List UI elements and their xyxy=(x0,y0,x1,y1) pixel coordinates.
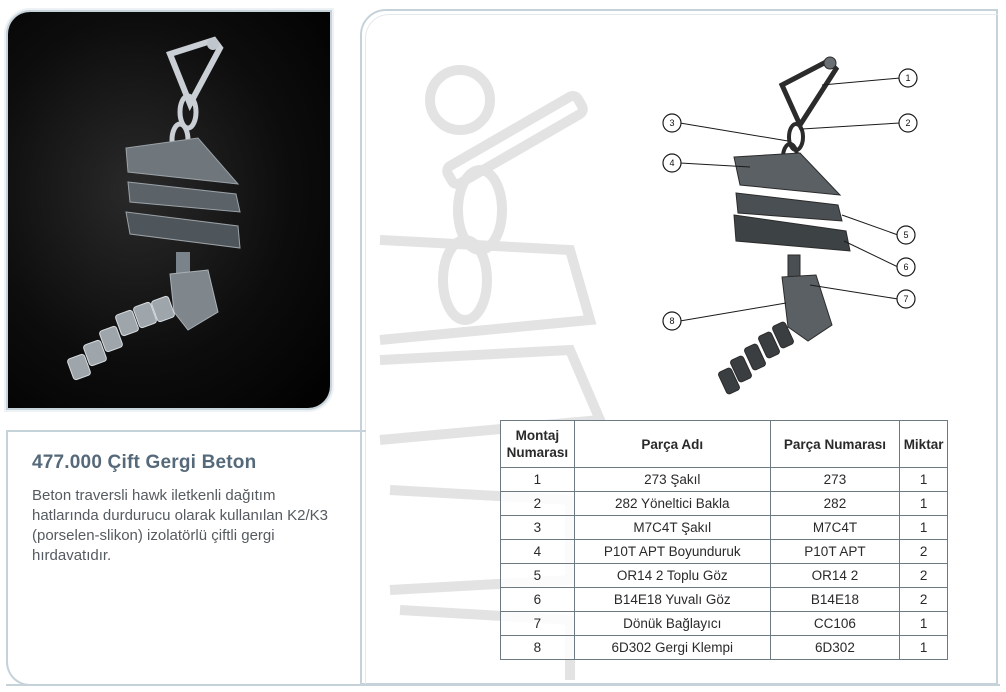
cell-name: 273 Şakıl xyxy=(573,467,771,492)
cell-no: 6 xyxy=(500,587,575,612)
table-row: 3 M7C4T Şakıl M7C4T 1 xyxy=(500,515,948,540)
parts-table: Montaj Numarası Parça Adı Parça Numarası… xyxy=(500,420,948,660)
cell-qty: 2 xyxy=(899,587,948,612)
product-description: Beton traversli hawk iletkenli dağıtım h… xyxy=(32,487,329,564)
callout-label-7: 7 xyxy=(903,294,908,304)
header-miktar: Miktar xyxy=(899,420,948,468)
callout-label-3: 3 xyxy=(669,118,674,128)
cell-qty: 1 xyxy=(899,467,948,492)
cell-no: 7 xyxy=(500,611,575,636)
cell-no: 8 xyxy=(500,635,575,660)
cell-name: P10T APT Boyunduruk xyxy=(573,539,771,564)
cell-name: 282 Yöneltici Bakla xyxy=(573,491,771,516)
cell-name: B14E18 Yuvalı Göz xyxy=(573,587,771,612)
table-row: 5 OR14 2 Toplu Göz OR14 2 2 xyxy=(500,563,948,588)
cell-part: B14E18 xyxy=(769,587,901,612)
header-parca-numarasi: Parça Numarası xyxy=(769,420,901,468)
product-photo-illustration xyxy=(67,36,241,381)
cell-qty: 2 xyxy=(899,539,948,564)
cell-part: OR14 2 xyxy=(769,563,901,588)
header-montaj: Montaj Numarası xyxy=(500,420,575,468)
product-title: 477.000 Çift Gergi Beton xyxy=(32,452,257,473)
table-row: 6 B14E18 Yuvalı Göz B14E18 2 xyxy=(500,587,948,612)
cell-qty: 1 xyxy=(899,491,948,516)
callout-label-5: 5 xyxy=(903,230,908,240)
callout-label-6: 6 xyxy=(903,262,908,272)
callout-label-2: 2 xyxy=(905,118,910,128)
cell-part: 282 xyxy=(769,491,901,516)
callout-label-4: 4 xyxy=(669,158,674,168)
header-parca-adi: Parça Adı xyxy=(573,420,771,468)
assembly-diagram: 1 2 3 4 5 6 7 8 xyxy=(662,56,918,395)
cell-part: 273 xyxy=(769,467,901,492)
cell-qty: 1 xyxy=(899,611,948,636)
table-row: 1 273 Şakıl 273 1 xyxy=(500,467,948,492)
cell-part: M7C4T xyxy=(769,515,901,540)
callout-label-8: 8 xyxy=(669,316,674,326)
cell-no: 4 xyxy=(500,539,575,564)
cell-no: 2 xyxy=(500,491,575,516)
table-row: 7 Dönük Bağlayıcı CC106 1 xyxy=(500,611,948,636)
table-row: 4 P10T APT Boyunduruk P10T APT 2 xyxy=(500,539,948,564)
table-header-row: Montaj Numarası Parça Adı Parça Numarası… xyxy=(500,420,948,468)
table-row: 8 6D302 Gergi Klempi 6D302 1 xyxy=(500,635,948,660)
frame-bottom-line xyxy=(6,684,1000,686)
cell-qty: 1 xyxy=(899,635,948,660)
cell-qty: 1 xyxy=(899,515,948,540)
cell-name: OR14 2 Toplu Göz xyxy=(573,563,771,588)
cell-name: Dönük Bağlayıcı xyxy=(573,611,771,636)
table-row: 2 282 Yöneltici Bakla 282 1 xyxy=(500,491,948,516)
cell-qty: 2 xyxy=(899,563,948,588)
cell-name: M7C4T Şakıl xyxy=(573,515,771,540)
cell-no: 3 xyxy=(500,515,575,540)
callout-label-1: 1 xyxy=(905,73,910,83)
cell-part: 6D302 xyxy=(769,635,901,660)
cell-no: 1 xyxy=(500,467,575,492)
cell-no: 5 xyxy=(500,563,575,588)
cell-name: 6D302 Gergi Klempi xyxy=(573,635,771,660)
cell-part: P10T APT xyxy=(769,539,901,564)
product-photo xyxy=(8,12,330,408)
cell-part: CC106 xyxy=(769,611,901,636)
